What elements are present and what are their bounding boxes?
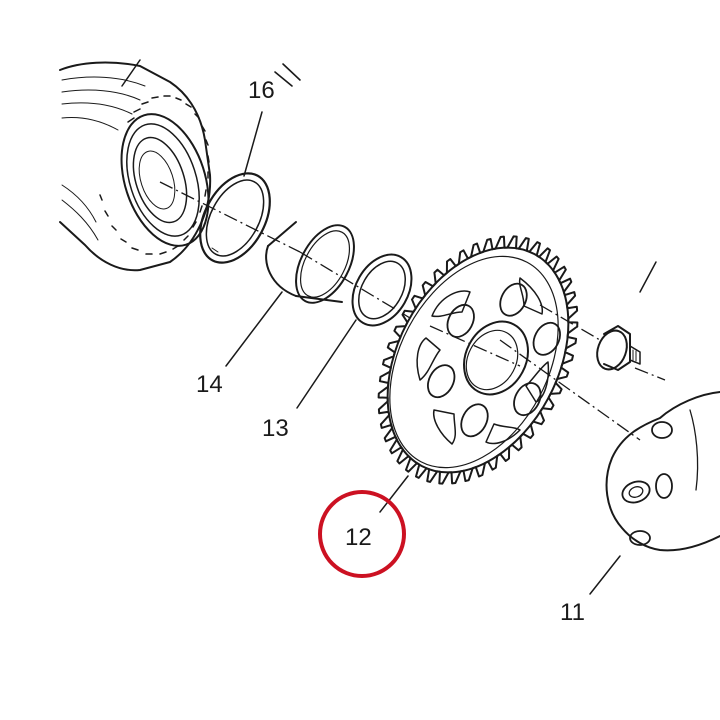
part-11-flange <box>605 391 720 552</box>
leader-line-13 <box>296 319 357 409</box>
part-12-sprocket <box>377 235 579 485</box>
sprocket-bolt-hole <box>427 364 456 399</box>
sprocket-teeth <box>377 235 579 485</box>
callouts: 16 14 13 12 11 <box>196 77 585 626</box>
sprocket-bolt-hole <box>446 303 475 338</box>
leader-line-hub <box>121 59 141 87</box>
sprocket-bolt-holes <box>427 282 561 438</box>
sprocket-bolt-hole <box>499 282 528 317</box>
sprocket-bolt-hole <box>460 403 489 438</box>
leader-lines <box>121 59 621 595</box>
callout-14: 14 <box>196 371 223 398</box>
leader-line-12 <box>379 475 409 513</box>
part-16-snap-ring <box>199 172 271 264</box>
part-13-washer <box>351 253 413 327</box>
callout-13: 13 <box>262 415 289 442</box>
sprocket-bolt-hole <box>513 382 542 417</box>
leader-line-11 <box>589 555 621 595</box>
leader-line-14 <box>225 291 283 367</box>
highlight-circle <box>318 490 406 578</box>
part-14-spacer <box>265 221 355 304</box>
wheel-hub <box>59 61 301 272</box>
sprocket-bolt-hole <box>532 321 561 356</box>
stud-bolt <box>596 261 657 371</box>
callout-16: 16 <box>248 77 275 104</box>
sprocket-tooth-profile <box>377 235 579 485</box>
callout-11: 11 <box>560 599 585 626</box>
leader-line-16 <box>243 111 263 177</box>
callout-12: 12 <box>345 524 372 551</box>
